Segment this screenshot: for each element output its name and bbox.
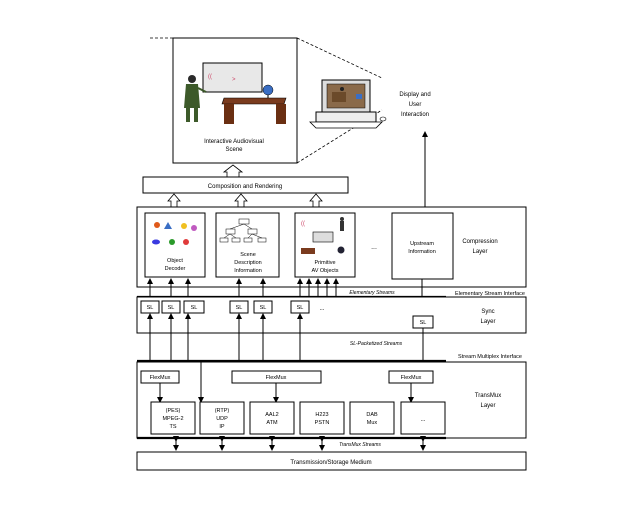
upstream-label-1: Upstream — [410, 241, 434, 247]
display-label-line3: Interaction — [401, 112, 429, 118]
computer-icon — [309, 79, 387, 129]
display-label-line2: User — [409, 102, 422, 108]
transport-label: MPEG-2 — [162, 416, 183, 422]
transport-label: AAL2 — [265, 412, 278, 418]
transport-box-more: ... — [400, 401, 446, 435]
upstream-information-box: Upstream Information — [391, 212, 454, 280]
upstream-label-2: Information — [408, 249, 436, 255]
projection-lines — [150, 37, 383, 164]
compression-ellipsis: ... — [371, 244, 377, 251]
transmux-layer-label-1: TransMux — [475, 393, 501, 399]
sl-label: SL — [147, 305, 154, 311]
sl-packetized-streams-label: SL-Packetized Streams — [350, 341, 403, 347]
sl-box: SL — [229, 300, 249, 314]
transport-label: Mux — [367, 420, 378, 426]
medium-link-arrows — [173, 436, 426, 451]
transport-box-udp-ip: (RTP) UDP IP — [199, 401, 245, 435]
compression-layer-label-1: Compression — [462, 239, 497, 245]
scene-description-label-1: Scene — [240, 252, 256, 258]
flexmux-box: FlexMux — [231, 370, 322, 384]
scene-panel: > (( Interactive Audiovisual Scene — [172, 37, 298, 164]
desk — [221, 84, 287, 124]
svg-text:>: > — [232, 77, 236, 83]
scene-caption-line2: Scene — [225, 147, 243, 153]
transport-label: (RTP) — [215, 408, 230, 414]
primitive-av-label-2: AV Objects — [311, 268, 338, 274]
sl-box: SL — [183, 300, 205, 314]
whiteboard — [202, 62, 263, 93]
sl-label: SL — [297, 305, 304, 311]
transport-label: UDP — [216, 416, 228, 422]
flexmux-label: FlexMux — [266, 375, 287, 381]
transport-label: ... — [420, 417, 425, 423]
transport-label: H223 — [315, 412, 328, 418]
compression-to-composition-arrows — [167, 193, 323, 210]
sync-ellipsis: ... — [319, 306, 324, 312]
flexmux-label: FlexMux — [150, 375, 171, 381]
elementary-stream-interface-label: Elementary Stream Interface — [455, 291, 525, 297]
transport-label: ATM — [266, 420, 278, 426]
flexmux-box: FlexMux — [140, 370, 180, 384]
transmux-layer-label-2: Layer — [480, 403, 495, 409]
svg-text:((: (( — [301, 221, 305, 227]
sl-label: SL — [260, 305, 267, 311]
sl-label: SL — [236, 305, 243, 311]
compression-layer-label-2: Layer — [472, 249, 487, 255]
sl-box: SL — [140, 300, 160, 314]
flexmux-label: FlexMux — [401, 375, 422, 381]
transport-label: TS — [169, 424, 176, 430]
transport-label: (PES) — [166, 408, 181, 414]
composition-box — [142, 176, 349, 194]
transport-label: PSTN — [315, 420, 330, 426]
primitive-av-label-1: Primitive — [314, 260, 335, 266]
stream-multiplex-interface-label: Stream Multiplex Interface — [458, 354, 522, 360]
scene-description-label-3: Information — [234, 268, 262, 274]
transport-box-atm: AAL2 ATM — [249, 401, 295, 435]
sl-label: SL — [168, 305, 175, 311]
elementary-streams-label: Elementary Streams — [349, 290, 395, 296]
medium-box — [136, 451, 527, 471]
scene-caption-line1: Interactive Audiovisual — [204, 139, 264, 145]
transport-box-pstn: H223 PSTN — [299, 401, 345, 435]
composition-label: Composition and Rendering — [208, 184, 282, 190]
transmux-streams-label: TransMux Streams — [339, 442, 381, 448]
transport-box-dab: DAB Mux — [349, 401, 395, 435]
sl-box-upstream: SL — [412, 315, 434, 329]
object-decoder-box: Object Decoder — [144, 212, 206, 278]
presenter-figure — [184, 75, 207, 122]
svg-text:((: (( — [208, 74, 212, 80]
flexmux-box: FlexMux — [388, 370, 434, 384]
sync-layer-label-1: Sync — [481, 309, 494, 315]
render-output-arrow — [222, 164, 244, 179]
scene-description-box: Scene Description Information — [215, 212, 280, 278]
sl-box: SL — [253, 300, 273, 314]
scene-description-label-2: Description — [234, 260, 262, 266]
transport-label: DAB — [366, 412, 378, 418]
medium-label: Transmission/Storage Medium — [290, 460, 371, 466]
primitive-av-objects-box: (( Primitive AV Objects — [294, 212, 356, 278]
display-label-line1: Display and — [399, 92, 430, 98]
sl-label: SL — [420, 320, 427, 326]
flexmux-to-transport-arrows — [157, 362, 414, 403]
sl-box: SL — [161, 300, 181, 314]
transport-box-mpeg2-ts: (PES) MPEG-2 TS — [150, 401, 196, 435]
object-decoder-label-1: Object — [167, 258, 183, 264]
sl-box: SL — [290, 300, 310, 314]
sync-layer-label-2: Layer — [480, 319, 495, 325]
sl-label: SL — [191, 305, 198, 311]
transport-label: IP — [219, 424, 225, 430]
object-decoder-label-2: Decoder — [165, 266, 186, 272]
